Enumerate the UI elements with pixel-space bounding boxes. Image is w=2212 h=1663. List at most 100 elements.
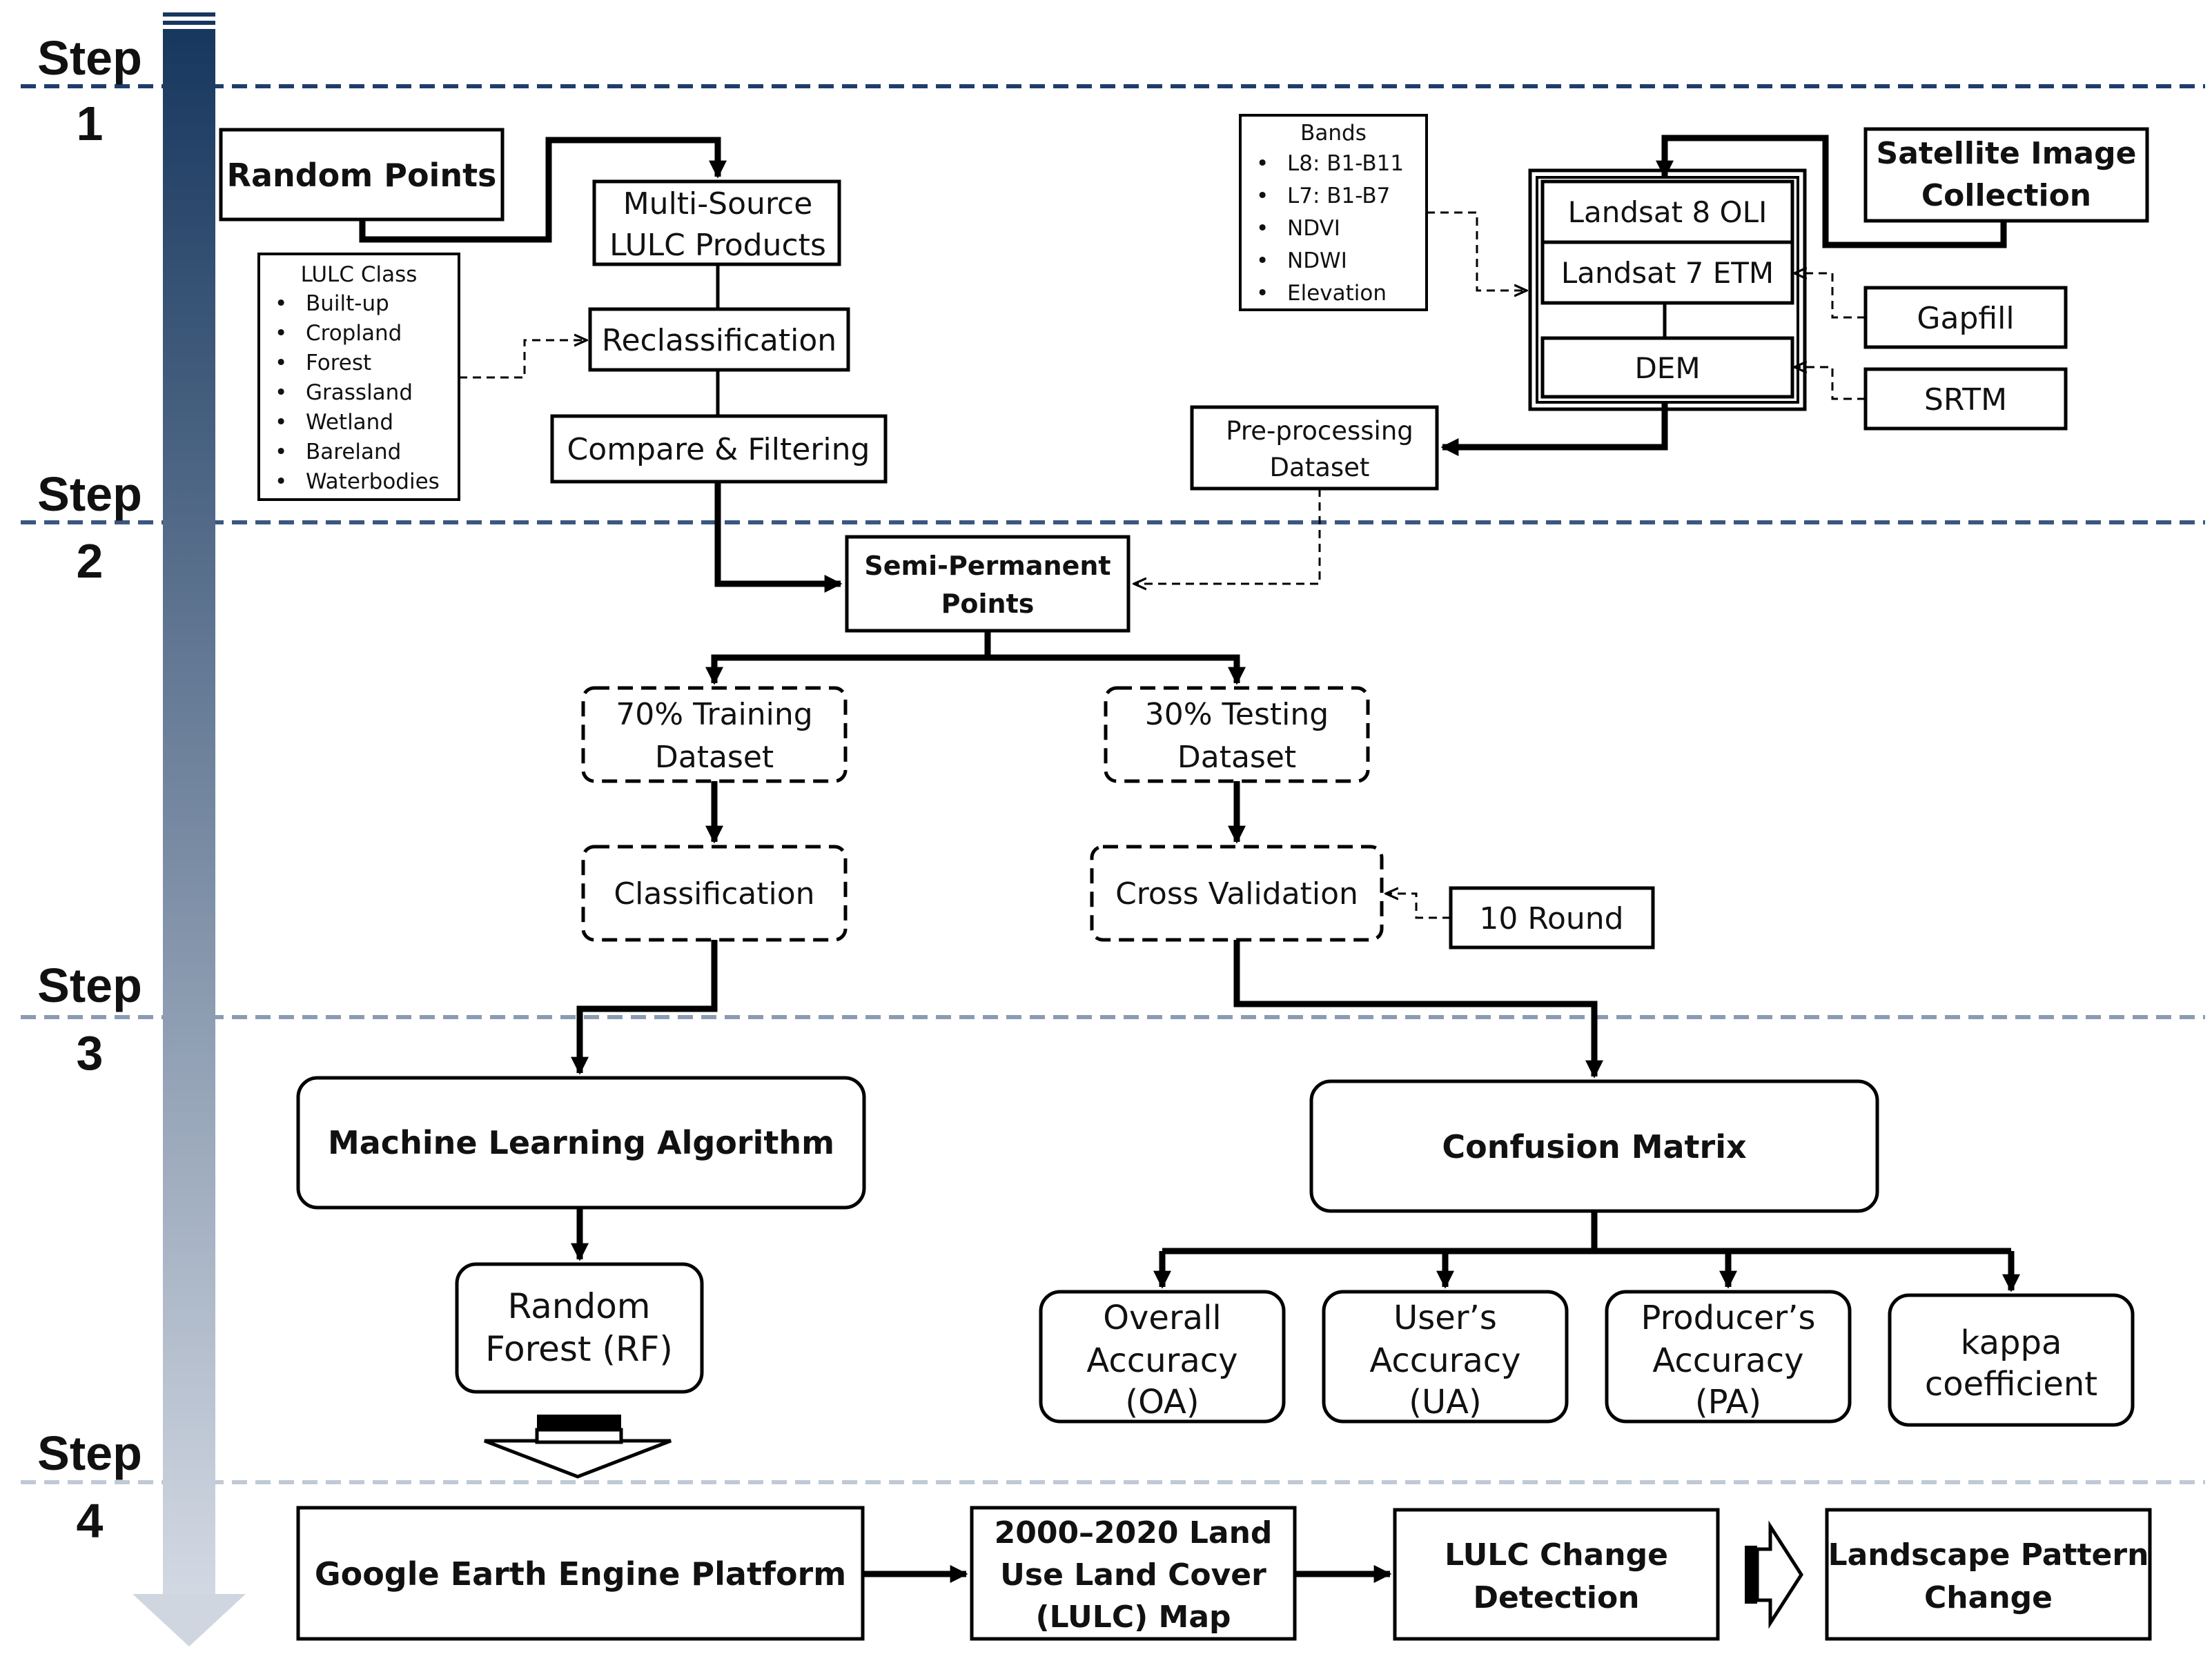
cross-validation-label: Cross Validation [1115,876,1358,912]
step-1-texts: Random Points Multi-Source LULC Products… [227,121,2137,494]
step-1-section [219,114,2149,501]
step-4-texts: Google Earth Engine Platform 2000–2020 L… [315,1515,2149,1635]
training-label-1: 70% Training [616,697,812,732]
users-label-2: Accuracy [1369,1341,1520,1380]
testing-label-2: Dataset [1177,740,1296,775]
classification-label: Classification [614,876,814,912]
landscape-box [1825,1508,2152,1641]
step-1-number: 1 [77,97,104,150]
connector-classification-to-ml [571,940,718,1075]
step-3-word: Step [37,958,142,1012]
bands-item-ndwi: NDWI [1287,248,1347,273]
lulc-item-builtup: Built-up [306,291,389,316]
landsat8-label: Landsat 8 OLI [1568,195,1768,229]
landsat7-box [1540,240,1794,305]
preprocessing-label-1: Pre-processing [1226,416,1413,446]
bands-item-l8: L8: B1-B11 [1287,151,1404,176]
training-label-2: Dataset [655,740,774,775]
bands-bullet: • [1256,216,1269,241]
users-label-3: (UA) [1409,1383,1481,1421]
random-forest-label-1: Random [507,1286,650,1326]
random-forest-label-2: Forest (RF) [485,1329,673,1369]
lulc-bullet: • [275,410,287,435]
step-2-number: 2 [77,534,104,588]
bands-title: Bands [1300,121,1367,146]
lulc-map-label-1: 2000–2020 Land [995,1515,1273,1551]
multi-source-label-1: Multi-Source [623,186,813,222]
connector-srtm-to-dem [1794,367,1866,400]
confusion-matrix-label: Confusion Matrix [1442,1128,1746,1165]
reclassification-label: Reclassification [602,323,836,358]
overall-label-2: Accuracy [1086,1341,1237,1380]
lulc-map-box [970,1506,1297,1641]
producers-accuracy-box [1605,1290,1852,1424]
step-4-number: 4 [77,1494,104,1548]
step-3-section [296,940,2135,1479]
lulc-bullet: • [275,321,287,346]
connector-compare-to-semi [714,482,843,593]
gee-label: Google Earth Engine Platform [315,1555,846,1593]
landsat7-label: Landsat 7 ETM [1561,256,1774,290]
connector-satellite-to-landsat [1656,135,2007,248]
lulc-item-cropland: Cropland [306,321,402,346]
kappa-box [1888,1293,2135,1427]
connector-preprocessing-to-semi [1134,489,1321,584]
ten-round-box [1449,886,1655,949]
kappa-label-2: coefficient [1925,1365,2097,1404]
gapfill-label: Gapfill [1917,301,2014,336]
random-forest-box [455,1262,704,1394]
overall-label-3: (OA) [1125,1383,1199,1421]
landsat8-box [1540,179,1794,244]
bands-list: • L8: B1-B11 • L7: B1-B7 • NDVI • NDWI •… [1256,151,1404,306]
step-4-word: Step [37,1426,142,1480]
ml-algorithm-label: Machine Learning Algorithm [328,1124,834,1161]
connector-tenround-to-crossval [1386,894,1451,919]
landscape-label-1: Landscape Pattern [1828,1537,2149,1573]
bands-bullet: • [1256,151,1269,176]
step-2-word: Step [37,467,142,521]
step-3-texts: Machine Learning Algorithm Random Forest… [328,1124,2097,1421]
step-2-texts: Semi-Permanent Points 70% Training Datas… [614,551,1623,936]
connector-semi-to-training [705,654,988,685]
producers-label-1: Producer’s [1641,1299,1816,1337]
testing-box [1104,686,1370,783]
preprocessing-label-2: Dataset [1270,453,1370,482]
compare-filtering-box [550,414,888,484]
lulc-item-wetland: Wetland [306,410,393,435]
multi-source-label-2: LULC Products [609,228,826,263]
users-label-1: User’s [1393,1299,1497,1337]
dem-label: DEM [1634,351,1700,385]
step-1-word: Step [37,31,142,85]
step-labels: Step 1 Step 2 Step 3 Step 4 [37,31,142,1548]
lulc-class-title: LULC Class [301,262,418,287]
lulc-bullet: • [275,291,287,316]
overall-label-1: Overall [1103,1299,1222,1337]
testing-label-1: 30% Testing [1145,697,1329,732]
bands-box [1239,114,1428,311]
gee-box [296,1506,865,1641]
lulc-class-box [257,253,460,501]
users-accuracy-box [1322,1290,1569,1424]
lulc-bullet: • [275,440,287,464]
semi-permanent-label-2: Points [941,589,1035,619]
bands-bullet: • [1256,281,1269,306]
step-3-number: 3 [77,1026,104,1080]
dem-box [1540,336,1794,399]
kappa-label-1: kappa [1961,1323,2062,1362]
change-detection-label-1: LULC Change [1445,1537,1668,1573]
bands-item-l7: L7: B1-B7 [1287,184,1390,208]
step-dividers [21,84,2205,1484]
step-4-section [296,1506,2152,1641]
connector-bands-to-landsat [1427,211,1527,291]
srtm-box [1863,367,2068,431]
bands-item-ndvi: NDVI [1287,216,1340,241]
change-detection-label-2: Detection [1474,1580,1640,1615]
lulc-item-waterbodies: Waterbodies [306,469,440,494]
step-2-section [581,482,1655,949]
satellite-label-1: Satellite Image [1877,136,2137,171]
lulc-item-grassland: Grassland [306,380,413,405]
bands-bullet: • [1256,248,1269,273]
satellite-box [1863,127,2149,223]
producers-label-2: Accuracy [1652,1341,1803,1380]
